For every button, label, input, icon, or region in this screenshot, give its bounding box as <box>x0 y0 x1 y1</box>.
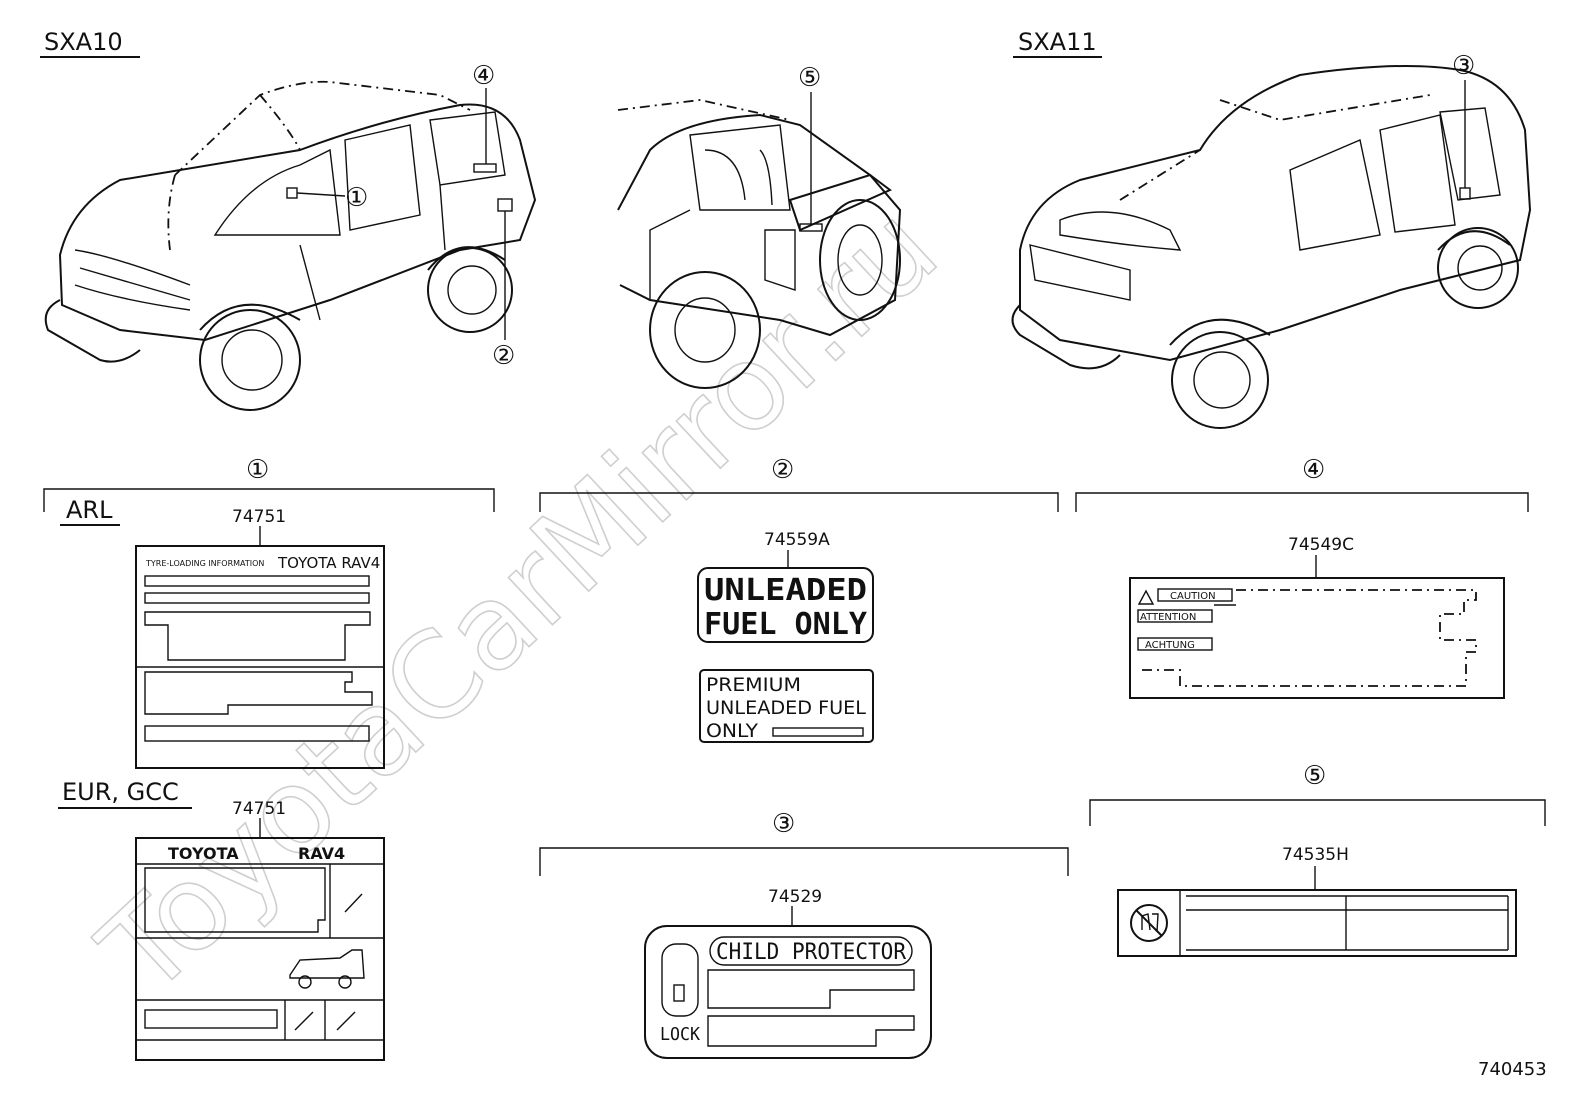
part-number-74751-arl: 74751 <box>232 507 286 527</box>
label-caution-warning: CAUTION ATTENTION ACHTUNG <box>1129 577 1505 699</box>
label-unleaded-fuel-only: UNLEADED FUEL ONLY <box>697 567 874 643</box>
callout-5-vehicle: ⑤ <box>798 63 821 93</box>
callout-3-vehicle: ③ <box>1452 51 1475 81</box>
svg-text:ATTENTION: ATTENTION <box>1140 612 1196 623</box>
label-no-hand-warning <box>1117 889 1517 957</box>
section-2-marker: ② <box>771 455 794 485</box>
section-5-marker: ⑤ <box>1303 761 1326 791</box>
svg-text:TYRE-LOADING INFORMATION: TYRE-LOADING INFORMATION <box>145 559 264 568</box>
callout-4-vehicle: ④ <box>472 61 495 91</box>
svg-text:FUEL ONLY: FUEL ONLY <box>704 607 867 642</box>
section-1-marker: ① <box>246 455 269 485</box>
svg-text:ONLY: ONLY <box>706 720 758 742</box>
svg-text:LOCK: LOCK <box>660 1024 700 1045</box>
region-eur-gcc-label: EUR, GCC <box>62 778 179 806</box>
vehicle-sxa11-illustration: ③ <box>1011 51 1532 429</box>
section-4-marker: ④ <box>1302 455 1325 485</box>
svg-text:CAUTION: CAUTION <box>1170 591 1216 602</box>
svg-text:ACHTUNG: ACHTUNG <box>1145 640 1195 651</box>
svg-text:PREMIUM: PREMIUM <box>706 674 801 696</box>
part-number-74559a: 74559A <box>764 530 830 550</box>
section-3: ③ 74529 CHILD PROTECTOR LOCK <box>539 809 1069 1059</box>
section-5: ⑤ 74535H <box>1089 761 1546 957</box>
svg-text:UNLEADED: UNLEADED <box>704 573 867 608</box>
svg-text:UNLEADED FUEL: UNLEADED FUEL <box>706 697 866 719</box>
callout-1-vehicle: ① <box>345 183 368 213</box>
label-74751-eur: TOYOTA RAV4 <box>135 837 385 1061</box>
vehicle-sxa10-callouts: ① ④ ② <box>296 61 515 371</box>
svg-text:TOYOTA: TOYOTA <box>168 844 239 863</box>
svg-text:TOYOTA RAV4: TOYOTA RAV4 <box>277 554 380 572</box>
vehicle-sxa10-illustration <box>44 80 537 411</box>
no-hand-icon <box>1130 904 1168 942</box>
region-arl-label: ARL <box>66 496 113 524</box>
section-3-marker: ③ <box>772 809 795 839</box>
callout-2-vehicle: ② <box>492 341 515 371</box>
label-premium-unleaded-fuel-only: PREMIUM UNLEADED FUEL ONLY <box>699 669 874 743</box>
label-74751-arl: TYRE-LOADING INFORMATION TOYOTA RAV4 <box>135 545 385 769</box>
section-4: ④ 74549C CAUTION ATTENTION ACHTUNG <box>1075 455 1529 699</box>
vehicle-rear-illustration: ⑤ <box>617 63 902 389</box>
part-number-74529: 74529 <box>768 887 822 907</box>
svg-text:RAV4: RAV4 <box>298 844 345 863</box>
model-title-right: SXA11 <box>1018 28 1097 56</box>
part-number-74751-eur: 74751 <box>232 799 286 819</box>
model-title-left: SXA10 <box>44 28 123 56</box>
section-1: ① ARL 74751 TYRE-LOADING INFORMATION TOY… <box>43 455 495 1061</box>
diagram-number: 740453 <box>1478 1059 1547 1080</box>
label-child-protector: CHILD PROTECTOR LOCK <box>644 925 932 1059</box>
section-2: ② 74559A UNLEADED FUEL ONLY PREMIUM UNLE… <box>539 455 1059 743</box>
part-number-74549c: 74549C <box>1288 535 1354 555</box>
svg-text:CHILD PROTECTOR: CHILD PROTECTOR <box>716 940 907 965</box>
part-number-74535h: 74535H <box>1282 845 1349 865</box>
